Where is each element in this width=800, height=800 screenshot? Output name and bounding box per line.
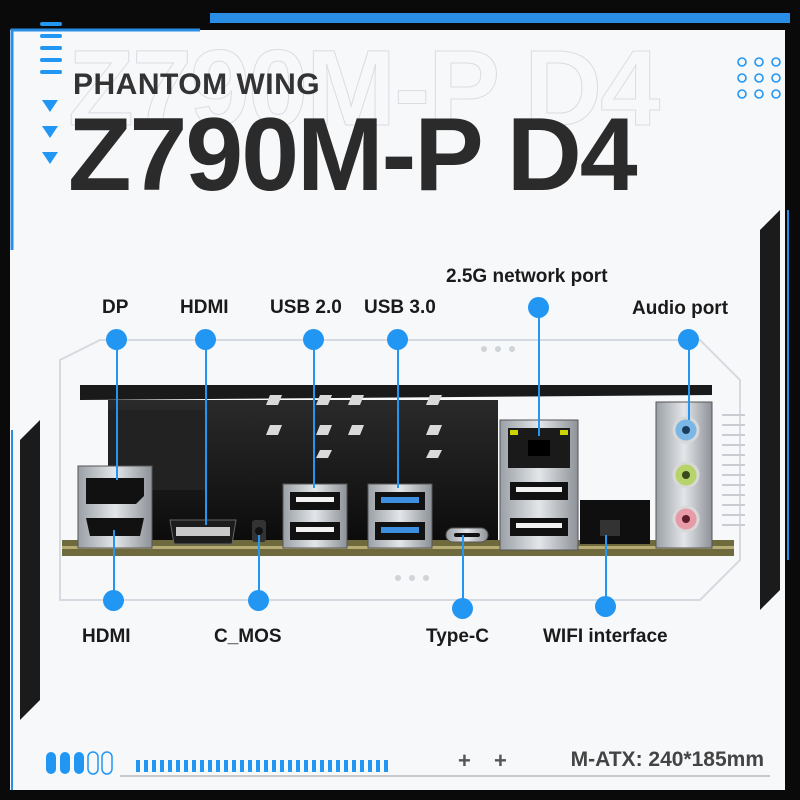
model-ghost-text: Z790M-P D4 xyxy=(67,27,660,148)
top-accent-bar xyxy=(210,13,790,23)
usb20-stem xyxy=(313,340,315,488)
label-hdmi-bottom: HDMI xyxy=(82,626,131,647)
dp-top-stem xyxy=(116,340,118,480)
dot-grid-icon xyxy=(737,57,781,99)
brand-name: PHANTOM WING xyxy=(73,68,321,101)
dp-top-dot xyxy=(106,329,127,350)
label-wifi: WIFI interface xyxy=(543,626,668,647)
label-cmos: C_MOS xyxy=(214,626,282,647)
audio-dot xyxy=(678,329,699,350)
lan-stem xyxy=(538,308,540,436)
typec-dot xyxy=(452,598,473,619)
wifi-dot xyxy=(595,596,616,617)
lan-dot xyxy=(528,297,549,318)
progress-bar-decoration xyxy=(46,751,388,775)
usb20-dot xyxy=(303,329,324,350)
hdmi-bottom-dot xyxy=(103,590,124,611)
label-hdmi-top: HDMI xyxy=(180,297,229,318)
hdmi-bottom-stem xyxy=(113,530,115,600)
label-usb20: USB 2.0 xyxy=(270,297,342,318)
hdmi-top-dot xyxy=(195,329,216,350)
plus-icon: + xyxy=(494,748,507,773)
board-size-spec: M-ATX: 240*185mm xyxy=(570,748,764,771)
label-lan: 2.5G network port xyxy=(446,266,608,287)
model-title: Z790M-P D4 xyxy=(68,97,638,213)
audio-stem xyxy=(688,340,690,420)
usb30-stem xyxy=(397,340,399,488)
wifi-stem xyxy=(605,535,607,607)
cmos-dot xyxy=(248,590,269,611)
cmos-stem xyxy=(258,535,260,600)
typec-stem xyxy=(462,535,464,610)
usb30-dot xyxy=(387,329,408,350)
label-dp: DP xyxy=(102,297,129,318)
label-usb30: USB 3.0 xyxy=(364,297,436,318)
label-typec: Type-C xyxy=(426,626,489,647)
stripe-triangle-decoration xyxy=(40,22,62,164)
plus-icon: + xyxy=(458,748,471,773)
label-audio: Audio port xyxy=(632,298,729,319)
hdmi-top-stem xyxy=(205,340,207,525)
